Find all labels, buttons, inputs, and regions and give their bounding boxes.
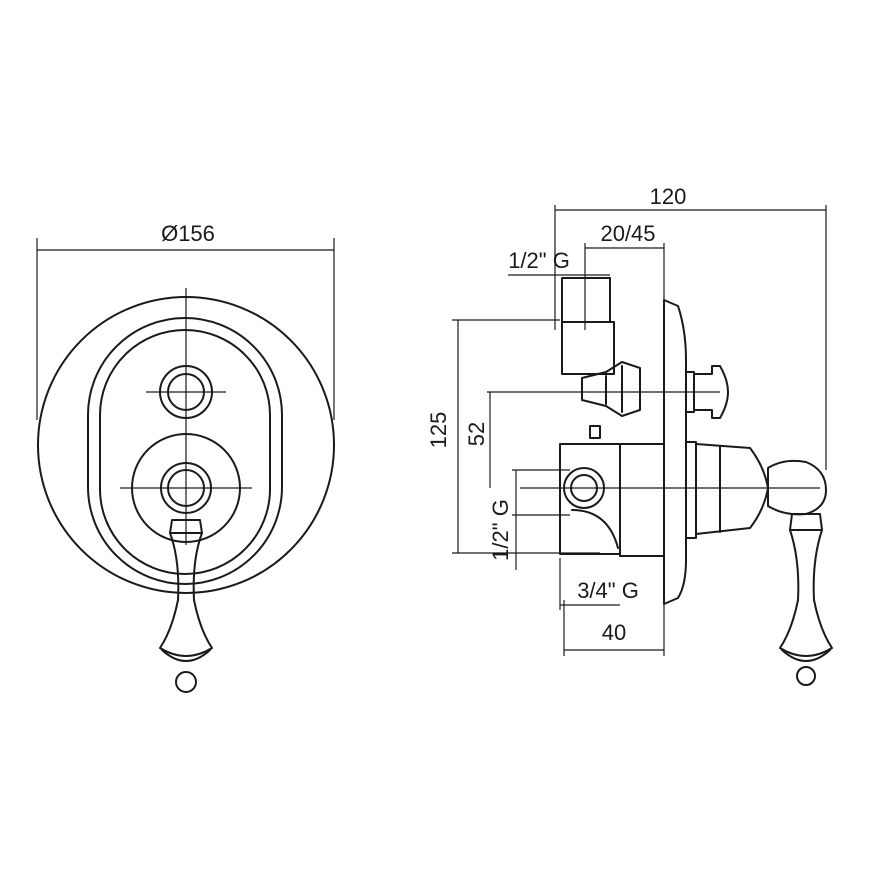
overall-depth-label: 120: [650, 184, 687, 209]
bottom-outlet-thread-callout: 3/4" G: [559, 558, 639, 610]
side-outlet-thread-callout: 1/2" G: [488, 469, 570, 570]
top-inlet-thread-callout: 1/2" G: [508, 248, 610, 276]
front-centre-lines: [120, 288, 252, 545]
diameter-label: Ø156: [161, 221, 215, 246]
front-view: Ø156: [36, 221, 335, 693]
side-view: 120 20/45 1/2" G 125 52 1/2" G: [426, 184, 833, 686]
body-depth-dimension: 40: [563, 600, 665, 656]
overall-depth-dimension: 120: [554, 184, 827, 470]
top-inlet-thread-label: 1/2" G: [508, 248, 570, 273]
offset-label: 52: [464, 422, 489, 446]
bottom-outlet-thread-label: 3/4" G: [577, 578, 639, 603]
body-depth-label: 40: [602, 620, 626, 645]
oval-escutcheon-inner: [99, 329, 271, 575]
oval-escutcheon-outer: [87, 317, 283, 585]
top-inlet-pipe: [561, 277, 615, 375]
diverter-spindle: [581, 361, 729, 439]
mixer-body: [559, 443, 665, 557]
wall-depth-dimension: 20/45: [584, 221, 665, 330]
wall-plate-profile: [663, 299, 687, 605]
height-label: 125: [426, 412, 451, 449]
side-lever-handle: [767, 459, 833, 686]
side-outlet-thread-label: 1/2" G: [488, 499, 513, 561]
mixer-hub-side: [685, 441, 769, 539]
wall-depth-label: 20/45: [600, 221, 655, 246]
offset-dimension: 52: [464, 391, 720, 488]
height-dimension: 125: [426, 319, 600, 554]
front-lever-handle: [159, 519, 213, 693]
diameter-dimension: Ø156: [36, 221, 335, 420]
